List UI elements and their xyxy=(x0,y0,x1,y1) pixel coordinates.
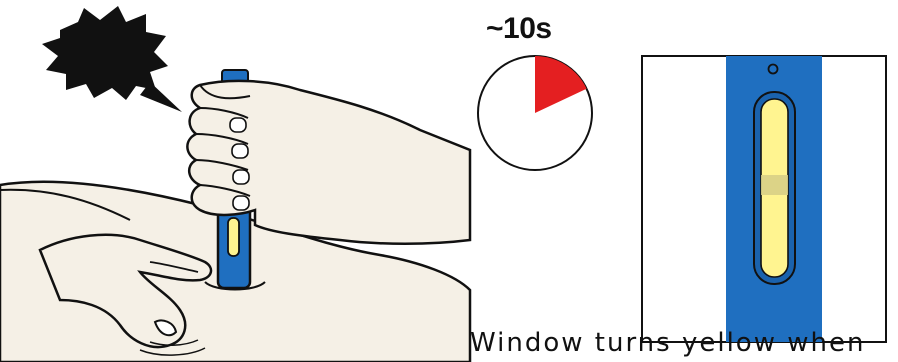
caption-text: Window turns yellow when xyxy=(470,328,865,358)
fingernail-3 xyxy=(233,170,249,184)
clock-timer-icon xyxy=(478,56,592,170)
timer-label: ~10s xyxy=(486,12,552,46)
closeup-window-plunger xyxy=(761,175,788,195)
click-burst-icon xyxy=(42,6,182,112)
burst-shape xyxy=(42,6,168,100)
pen-window-closeup xyxy=(642,56,886,342)
fingernail-4 xyxy=(233,196,249,210)
closeup-pen-dot xyxy=(769,65,778,74)
pen-window xyxy=(228,218,239,256)
fingernail-2 xyxy=(232,144,248,158)
fingernail-1 xyxy=(230,118,246,132)
injection-scene xyxy=(0,70,470,362)
